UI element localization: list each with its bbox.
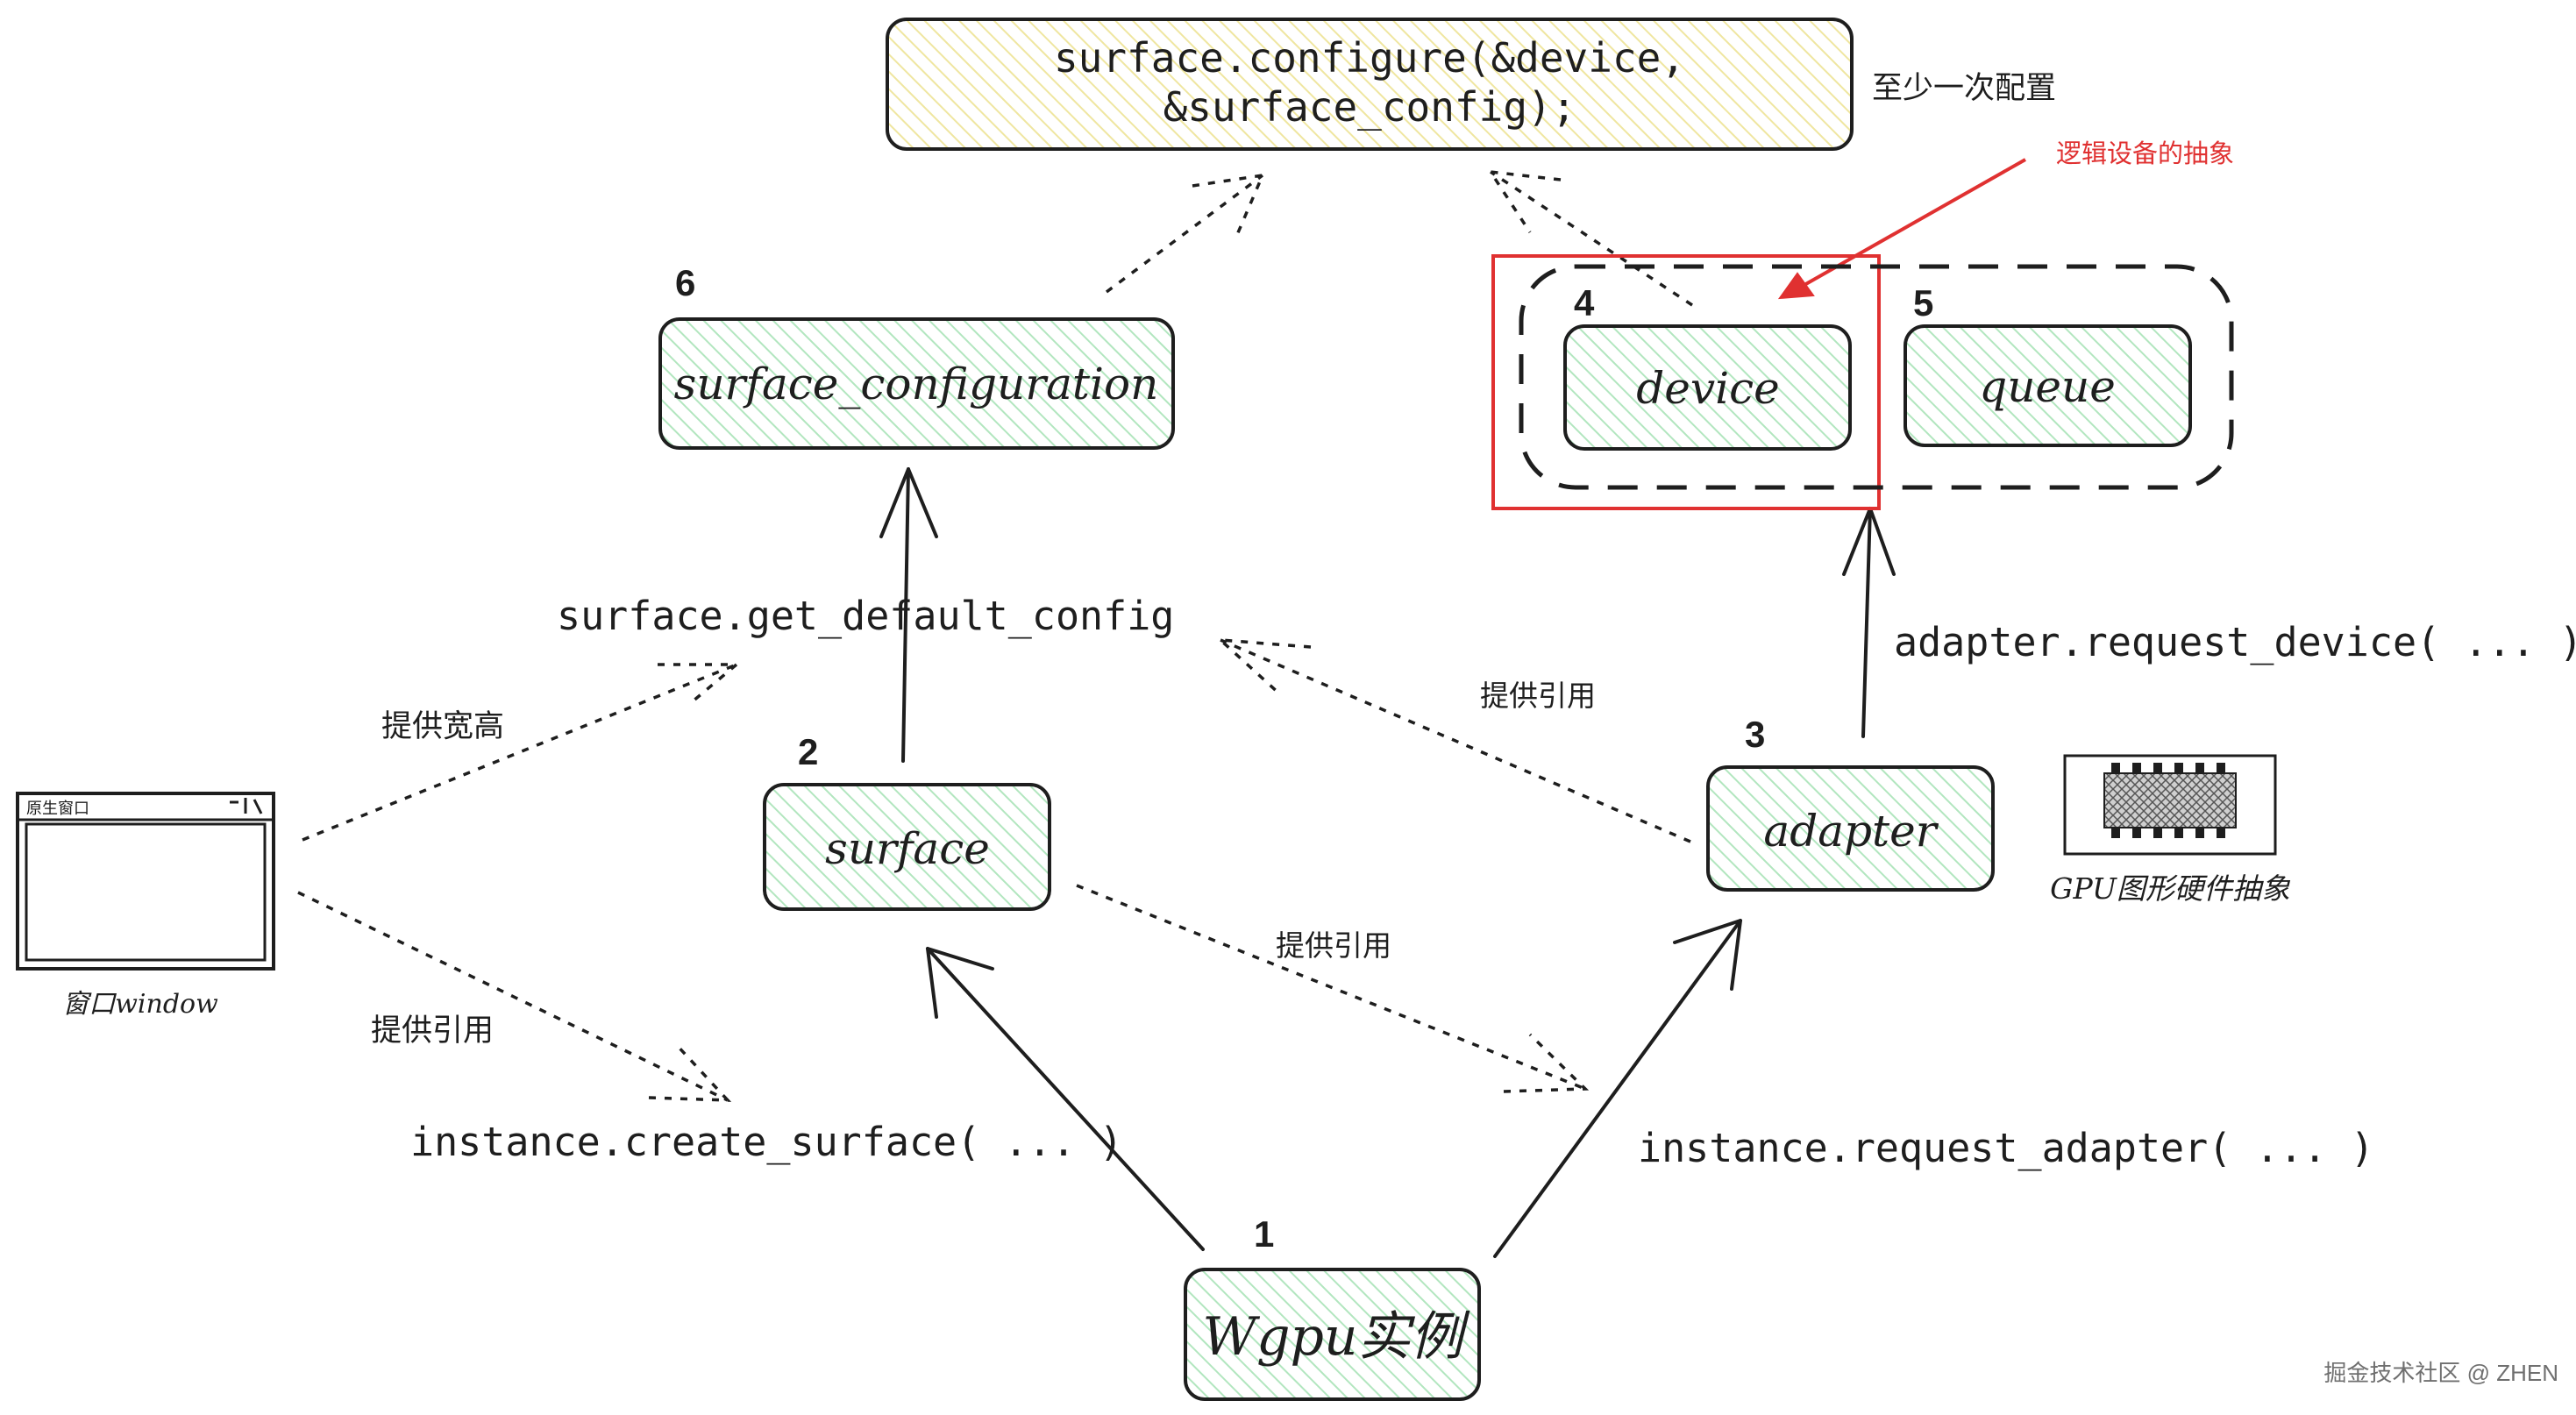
dashed-connectors xyxy=(297,169,1693,1102)
gpu-chip-body xyxy=(2103,772,2237,828)
queue-label: queue xyxy=(1979,361,2116,412)
request-adapter-label: instance.request_adapter( ... ) xyxy=(1638,1125,2374,1171)
request-device-label: adapter.request_device( ... ) xyxy=(1894,619,2576,665)
gpu-chip-pins xyxy=(2111,763,2225,838)
configure-node[interactable]: surface.configure(&device, &surface_conf… xyxy=(886,18,1854,151)
red-arrow xyxy=(1783,158,2026,298)
gpu-chip-icon: GPU图形硬件抽象 xyxy=(2050,754,2291,906)
provide-ref-label-2: 提供引用 xyxy=(1276,929,1391,962)
arrow-adapter-to-device xyxy=(1861,507,1872,738)
surface-box xyxy=(763,783,1051,911)
at-least-once-label: 至少一次配置 xyxy=(1872,71,2056,105)
device-queue-group xyxy=(1519,264,2234,490)
step-2: 2 xyxy=(798,731,818,772)
arrow-wgpu-to-surface xyxy=(926,947,1205,1251)
provide-ref-label-3: 提供引用 xyxy=(371,1013,494,1048)
adapter-node[interactable]: 3 adapter xyxy=(1706,714,1995,892)
surface-label: surface xyxy=(825,823,990,874)
wgpu-instance-label: Wgpu实例 xyxy=(1202,1306,1469,1368)
get-default-config-label: surface.get_default_config xyxy=(557,593,1174,639)
configure-line-2: &surface_config); xyxy=(1163,83,1576,131)
configure-line-1: surface.configure(&device, xyxy=(1054,34,1685,82)
surface-node[interactable]: 2 surface xyxy=(763,731,1051,911)
surface-configuration-node[interactable]: 6 surface_configuration xyxy=(658,262,1175,450)
device-label: device xyxy=(1636,363,1779,414)
connector-window-to-create xyxy=(297,891,729,1102)
step-1: 1 xyxy=(1254,1213,1274,1255)
red-arrowhead xyxy=(1777,272,1815,300)
step-3: 3 xyxy=(1745,714,1765,755)
connector-adapter-to-getconfig xyxy=(1220,638,1691,843)
provide-size-label: 提供宽高 xyxy=(381,709,504,743)
window-caption: 窗口window xyxy=(62,989,218,1020)
step-6: 6 xyxy=(675,262,695,303)
watermark: 掘金技术社区 @ ZHEN xyxy=(2323,1360,2558,1386)
create-surface-label: instance.create_surface( ... ) xyxy=(410,1119,1123,1165)
arrow-surface-to-config xyxy=(901,467,910,763)
connector-window-to-getconfig xyxy=(302,663,737,842)
arrow-wgpu-to-adapter xyxy=(1493,919,1742,1258)
window-icon: 原生窗口 窗口window xyxy=(16,792,275,1020)
gpu-chip-frame xyxy=(2063,754,2277,856)
step-5: 5 xyxy=(1913,282,1933,324)
arrowhead-configure-left xyxy=(1192,173,1265,238)
device-node[interactable]: 4 device xyxy=(1563,282,1852,451)
arrowhead-getconfig-left xyxy=(658,663,741,703)
arrowhead-configure-right xyxy=(1487,169,1562,233)
window-title: 原生窗口 xyxy=(26,800,89,817)
connector-surface-to-request xyxy=(1076,884,1586,1091)
gpu-caption: GPU图形硬件抽象 xyxy=(2050,871,2291,906)
device-box xyxy=(1563,324,1852,451)
solid-arrows xyxy=(879,467,1896,1258)
configure-box xyxy=(886,18,1854,151)
surface-configuration-label: surface_configuration xyxy=(674,359,1159,409)
arrowhead-create xyxy=(648,1042,732,1102)
queue-node[interactable]: 5 queue xyxy=(1904,282,2192,447)
logical-device-label: 逻辑设备的抽象 xyxy=(2056,139,2234,168)
wgpu-instance-node[interactable]: 1 Wgpu实例 xyxy=(1184,1213,1481,1401)
adapter-label: adapter xyxy=(1763,806,1939,857)
wgpu-instance-box xyxy=(1184,1268,1481,1401)
device-highlight: 逻辑设备的抽象 xyxy=(1491,139,2234,510)
arrowhead-getconfig-right xyxy=(1216,637,1312,696)
provide-ref-label-1: 提供引用 xyxy=(1480,679,1596,712)
device-highlight-box xyxy=(1491,254,1881,510)
arrowhead-surface xyxy=(926,947,994,1019)
window-inner xyxy=(25,822,267,962)
queue-box xyxy=(1904,324,2192,447)
step-4: 4 xyxy=(1574,282,1595,324)
window-frame xyxy=(16,792,275,971)
surface-configuration-box xyxy=(658,317,1175,450)
adapter-box xyxy=(1706,765,1995,892)
connector-config-to-configure xyxy=(1105,174,1264,294)
arrowhead-config xyxy=(879,467,938,538)
window-controls-icon xyxy=(230,798,263,814)
arrowhead-request xyxy=(1503,1033,1590,1093)
arrowhead-adapter xyxy=(1673,919,1742,991)
